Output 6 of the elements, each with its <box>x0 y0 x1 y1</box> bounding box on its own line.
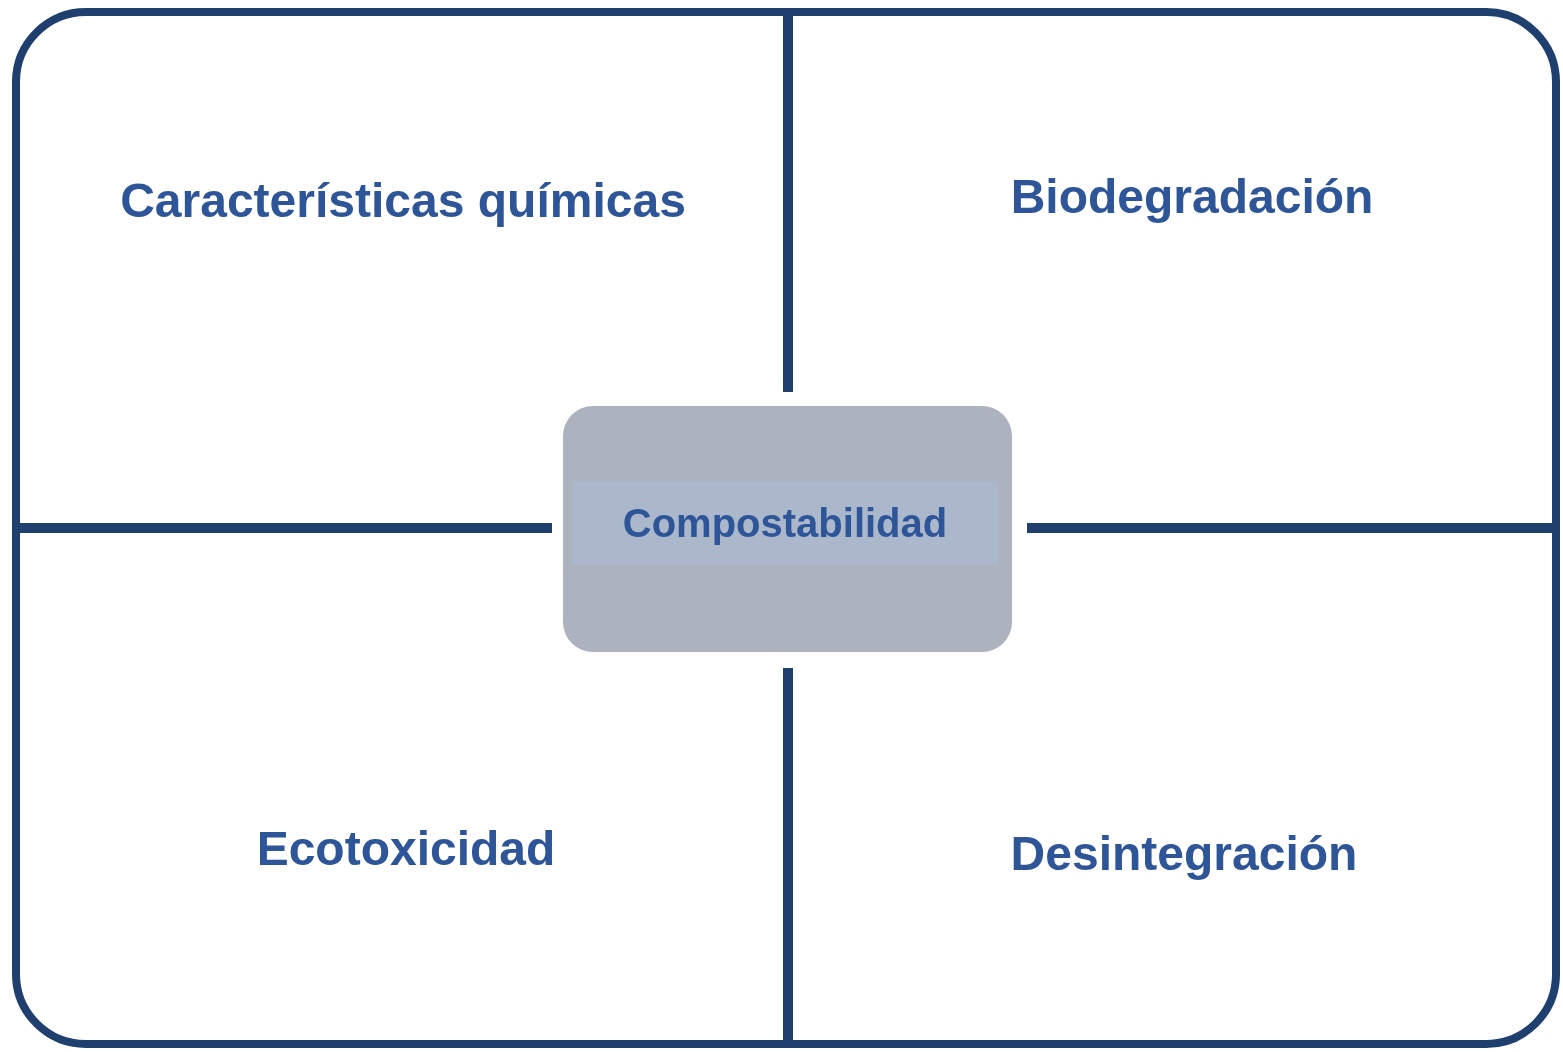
quadrant-label: Características químicas <box>120 172 686 228</box>
quadrant-label: Desintegración <box>1010 825 1358 881</box>
quadrant-label: Biodegradación <box>1010 168 1374 224</box>
center-box <box>563 406 1012 652</box>
quadrant-label: Ecotoxicidad <box>256 820 556 876</box>
center-label: Compostabilidad <box>622 500 948 546</box>
